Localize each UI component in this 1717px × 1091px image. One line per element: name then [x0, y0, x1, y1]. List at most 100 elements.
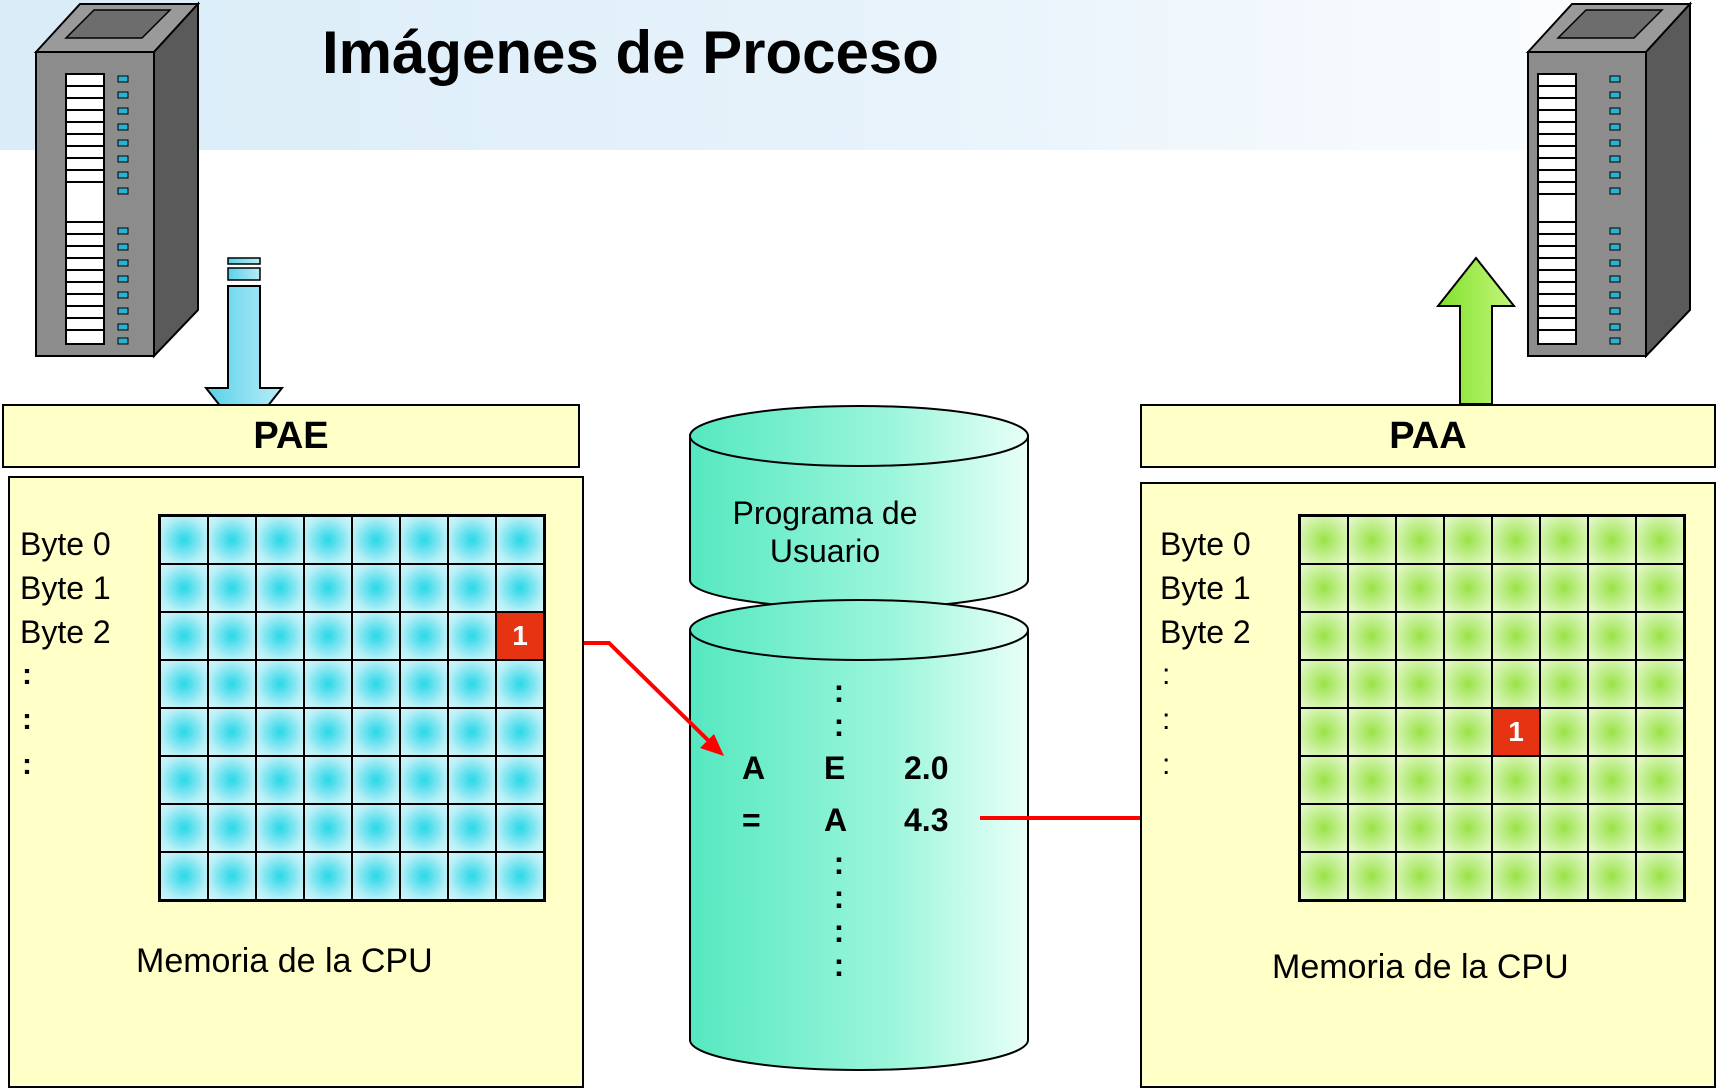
pae-bit-cell: [496, 804, 544, 852]
program-label-line2: Usuario: [769, 533, 881, 569]
pae-bit-cell: [496, 516, 544, 564]
paa-bit-cell: [1636, 612, 1684, 660]
instr2-op: =: [742, 802, 761, 838]
pae-byte-2: Byte 2: [20, 614, 111, 650]
paa-byte-grid: 1: [1298, 514, 1686, 902]
paa-bit-cell: [1540, 660, 1588, 708]
server-left-icon: [33, 1, 201, 359]
pae-bit-cell: [208, 564, 256, 612]
pae-bit-cell: [208, 708, 256, 756]
pae-byte-0: Byte 0: [20, 526, 111, 562]
pae-bit-cell: [496, 852, 544, 900]
pae-bit-cell: [208, 516, 256, 564]
pae-bit-cell: [160, 660, 208, 708]
pae-bit-cell: [496, 708, 544, 756]
pae-bit-cell: [448, 660, 496, 708]
pae-bit-cell: [400, 756, 448, 804]
pae-bit-cell: [208, 612, 256, 660]
pae-bit-cell: [400, 804, 448, 852]
paa-bit-cell: [1348, 708, 1396, 756]
paa-bit-cell: [1348, 564, 1396, 612]
paa-bit-cell: [1396, 660, 1444, 708]
pae-bit-cell: [208, 852, 256, 900]
paa-bit-cell: [1348, 804, 1396, 852]
paa-bit-cell: [1300, 852, 1348, 900]
paa-bit-cell: [1588, 660, 1636, 708]
pae-bit-cell: [448, 708, 496, 756]
paa-bit-cell: [1588, 564, 1636, 612]
paa-bit-cell: [1396, 516, 1444, 564]
pae-bit-cell: [256, 564, 304, 612]
paa-bit-cell: [1636, 660, 1684, 708]
pae-byte-grid: 1: [158, 514, 546, 902]
paa-bit-cell: [1444, 564, 1492, 612]
pae-bit-cell: [448, 516, 496, 564]
paa-bit-cell: [1540, 516, 1588, 564]
pae-byte-1: Byte 1: [20, 570, 111, 606]
paa-bit-cell: [1636, 852, 1684, 900]
pae-bit-cell: [208, 756, 256, 804]
paa-bit-cell: [1444, 516, 1492, 564]
paa-bit-cell: [1588, 852, 1636, 900]
pae-bit-cell: [496, 756, 544, 804]
program-dots-bottom: : : : :: [833, 845, 845, 983]
paa-bit-cell: [1588, 516, 1636, 564]
pae-bit-cell: [352, 708, 400, 756]
pae-bit-cell: [256, 804, 304, 852]
paa-bit-cell: [1492, 612, 1540, 660]
pae-bit-cell: [352, 612, 400, 660]
pae-bit-cell: [304, 756, 352, 804]
pae-bit-cell: [448, 852, 496, 900]
pae-bit-cell: [304, 708, 352, 756]
pae-bit-cell: [208, 660, 256, 708]
paa-bit-cell: [1444, 756, 1492, 804]
paa-bit-cell: [1300, 756, 1348, 804]
pae-bit-cell: [160, 516, 208, 564]
paa-marked-bit: 1: [1492, 708, 1540, 756]
paa-bit-cell: [1540, 852, 1588, 900]
title-band: [0, 0, 1717, 150]
paa-bit-cell: [1636, 564, 1684, 612]
pae-bit-cell: [400, 708, 448, 756]
instr1-type: E: [824, 750, 846, 786]
pae-marked-bit: 1: [496, 612, 544, 660]
server-right-icon: [1525, 1, 1693, 359]
pae-bit-cell: [496, 660, 544, 708]
pae-bit-cell: [352, 516, 400, 564]
paa-bit-cell: [1444, 660, 1492, 708]
pae-memory-label: Memoria de la CPU: [136, 942, 433, 980]
paa-bit-cell: [1492, 660, 1540, 708]
paa-bit-cell: [1492, 516, 1540, 564]
pae-bit-cell: [352, 660, 400, 708]
paa-bit-cell: [1588, 756, 1636, 804]
program-label: Programa de Usuario: [700, 494, 950, 570]
paa-bit-cell: [1492, 804, 1540, 852]
paa-bit-cell: [1300, 804, 1348, 852]
pae-bit-cell: [352, 564, 400, 612]
paa-bit-cell: [1348, 612, 1396, 660]
pae-bit-cell: [256, 660, 304, 708]
paa-bit-cell: [1444, 804, 1492, 852]
pae-bit-cell: [400, 516, 448, 564]
pae-ellipsis: : : :: [22, 658, 32, 781]
paa-bit-cell: [1636, 756, 1684, 804]
pae-bit-cell: [160, 564, 208, 612]
paa-bit-cell: [1396, 612, 1444, 660]
pae-bit-cell: [160, 804, 208, 852]
paa-bit-cell: [1396, 756, 1444, 804]
instr2-type: A: [824, 802, 848, 838]
pae-bit-cell: [352, 804, 400, 852]
paa-bit-cell: [1636, 804, 1684, 852]
paa-bit-cell: [1588, 708, 1636, 756]
paa-bit-cell: [1588, 804, 1636, 852]
paa-bit-cell: [1540, 612, 1588, 660]
pae-bit-cell: [400, 564, 448, 612]
pae-bit-cell: [160, 708, 208, 756]
pae-bit-cell: [304, 516, 352, 564]
pae-bit-cell: [304, 564, 352, 612]
paa-bit-cell: [1540, 756, 1588, 804]
paa-byte-0: Byte 0: [1160, 526, 1251, 562]
program-cylinder-body: [689, 599, 1029, 1071]
pae-bit-cell: [256, 708, 304, 756]
paa-bit-cell: [1348, 660, 1396, 708]
